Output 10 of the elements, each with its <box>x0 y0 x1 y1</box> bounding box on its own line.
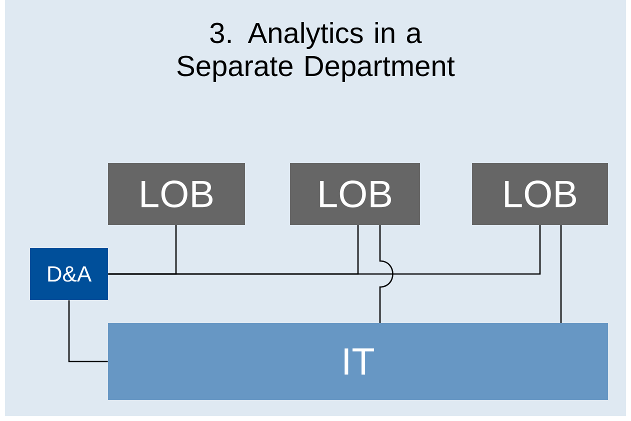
department-box: LOB <box>472 163 608 225</box>
department-box: LOB <box>108 163 245 225</box>
team-box: D&A <box>30 248 108 300</box>
connector-line <box>68 300 108 362</box>
connector-line <box>379 225 394 323</box>
department-bar: IT <box>108 323 608 400</box>
connector-line <box>108 225 541 275</box>
connector-line <box>560 225 562 323</box>
department-box: LOB <box>290 163 420 225</box>
title: 3. Analytics in a Separate Department <box>177 22 455 82</box>
